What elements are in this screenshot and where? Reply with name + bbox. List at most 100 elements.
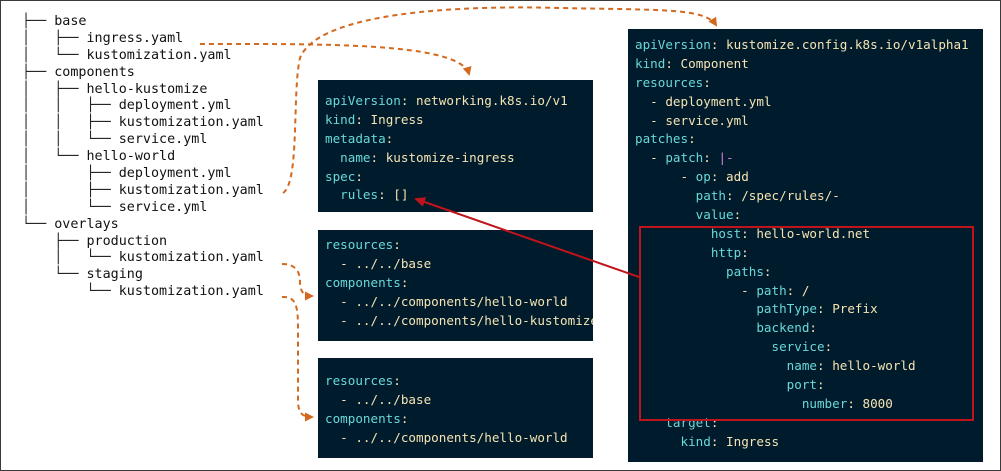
tree-entry: │ └── hello-world <box>22 149 264 166</box>
tree-entry: └── kustomization.yaml <box>22 284 264 301</box>
yaml-line: name: hello-world <box>635 357 969 376</box>
hello-world-component-panel: apiVersion: kustomize.config.k8s.io/v1al… <box>628 29 983 462</box>
yaml-line: value: <box>635 206 969 225</box>
yaml-colon: : <box>703 74 711 90</box>
tree-entry-name: base <box>54 14 87 29</box>
tree-branch-glyph: └── <box>22 284 119 300</box>
yaml-colon: : <box>378 187 386 203</box>
yaml-key: value <box>695 207 734 223</box>
yaml-key: spec <box>325 168 356 184</box>
yaml-value: / <box>801 282 810 298</box>
yaml-line: kind: Component <box>635 55 969 74</box>
yaml-line: - ../../base <box>325 391 568 410</box>
yaml-colon: : <box>741 225 749 241</box>
yaml-line: - op: add <box>635 168 969 187</box>
yaml-colon: : <box>355 111 363 127</box>
tree-branch-glyph: └── <box>22 216 55 232</box>
yaml-key: paths <box>726 263 764 279</box>
yaml-key: path <box>756 282 787 298</box>
patch-value-highlight-box <box>639 226 974 421</box>
yaml-key: host <box>710 225 742 241</box>
tree-entry-name: kustomization.yaml <box>118 284 264 300</box>
yaml-colon: : <box>355 168 363 184</box>
yaml-value: Ingress <box>370 111 424 127</box>
yaml-list-dash: - <box>650 150 666 166</box>
tree-entry-name: components <box>54 64 135 80</box>
yaml-key: path <box>695 188 727 204</box>
yaml-colon: : <box>688 131 696 147</box>
yaml-key: pathType <box>756 301 817 317</box>
yaml-colon: : <box>370 149 379 165</box>
yaml-value: kustomize-ingress <box>385 149 515 165</box>
tree-entry: │ └── service.yml <box>22 200 264 217</box>
yaml-line: metadata: <box>325 130 568 149</box>
yaml-key: patch <box>665 150 704 166</box>
yaml-line: patches: <box>635 130 969 149</box>
tree-branch-glyph: │ │ └── <box>22 132 119 148</box>
tree-entry-name: kustomization.yaml <box>118 182 264 198</box>
tree-branch-glyph: │ │ ├── <box>22 98 119 114</box>
yaml-key: service <box>771 339 825 355</box>
yaml-line: kind: Ingress <box>325 111 568 130</box>
tree-entry: │ │ ├── kustomization.yaml <box>22 115 264 132</box>
tree-branch-glyph: │ ├── <box>22 30 87 46</box>
yaml-line: paths: <box>635 263 969 282</box>
yaml-key: target <box>665 414 711 430</box>
yaml-colon: : <box>385 130 394 146</box>
yaml-line: components: <box>325 274 593 293</box>
yaml-value: networking.k8s.io/v1 <box>416 93 568 108</box>
yaml-line: - ../../components/hello-world <box>325 429 567 448</box>
yaml-line: - ../../base <box>325 255 593 274</box>
tree-branch-glyph: ├── <box>22 14 55 29</box>
yaml-key: apiVersion <box>325 93 401 108</box>
tree-branch-glyph: │ ├── <box>22 166 119 182</box>
arrow-production-kustomization-to-panel <box>281 263 314 301</box>
yaml-list-dash: - <box>340 255 356 271</box>
tree-branch-glyph: │ ├── <box>22 81 87 97</box>
tree-entry: │ └── kustomization.yaml <box>22 48 264 65</box>
yaml-colon: : <box>726 188 734 204</box>
yaml-key: http <box>710 244 742 260</box>
tree-entry: │ ├── deployment.yml <box>22 166 264 183</box>
arrow-ingress-to-ingress-panel <box>199 42 472 76</box>
yaml-colon: : <box>710 433 719 449</box>
tree-entry-name: service.yml <box>118 199 208 215</box>
yaml-colon: : <box>703 150 711 166</box>
yaml-value: 8000 <box>862 395 893 411</box>
yaml-value: /spec/rules/- <box>741 188 840 204</box>
tree-entry: │ │ ├── deployment.yml <box>22 98 264 115</box>
tree-entry-name: hello-kustomize <box>86 81 208 97</box>
yaml-list-dash: - <box>650 93 666 109</box>
yaml-value: hello-world.net <box>756 225 871 241</box>
yaml-line: components: <box>325 410 568 429</box>
yaml-colon: : <box>710 414 719 430</box>
yaml-key: resources <box>325 373 394 388</box>
yaml-list-dash: - <box>650 112 666 128</box>
tree-entry: ├── components <box>22 65 264 82</box>
yaml-line: service: <box>635 338 969 357</box>
yaml-colon: : <box>824 339 833 355</box>
yaml-colon: : <box>817 358 825 374</box>
yaml-key: op <box>695 169 711 185</box>
yaml-colon: : <box>665 55 673 71</box>
yaml-colon: : <box>847 395 855 411</box>
tree-branch-glyph: │ └── <box>22 199 119 215</box>
tree-branch-glyph: │ └── <box>22 250 119 266</box>
yaml-colon: : <box>786 282 795 298</box>
yaml-line: - ../../components/hello-world <box>325 293 593 312</box>
arrow-hello-world-kustomization-to-component-panel <box>282 6 718 194</box>
tree-entry: │ ├── kustomization.yaml <box>22 183 264 200</box>
yaml-key: resources <box>325 237 394 252</box>
yaml-colon: : <box>817 301 825 317</box>
yaml-value: ../../components/hello-world <box>355 293 568 309</box>
yaml-key: port <box>786 377 817 393</box>
yaml-line: - deployment.yml <box>635 93 969 112</box>
yaml-line: kind: Ingress <box>635 433 969 452</box>
yaml-line: pathType: Prefix <box>635 300 969 319</box>
yaml-colon: : <box>400 274 409 290</box>
yaml-line: path: /spec/rules/- <box>635 187 969 206</box>
yaml-line: - path: / <box>635 282 969 301</box>
yaml-line: name: kustomize-ingress <box>325 149 568 168</box>
tree-entry-name: hello-world <box>86 149 176 165</box>
yaml-line: number: 8000 <box>635 395 969 414</box>
